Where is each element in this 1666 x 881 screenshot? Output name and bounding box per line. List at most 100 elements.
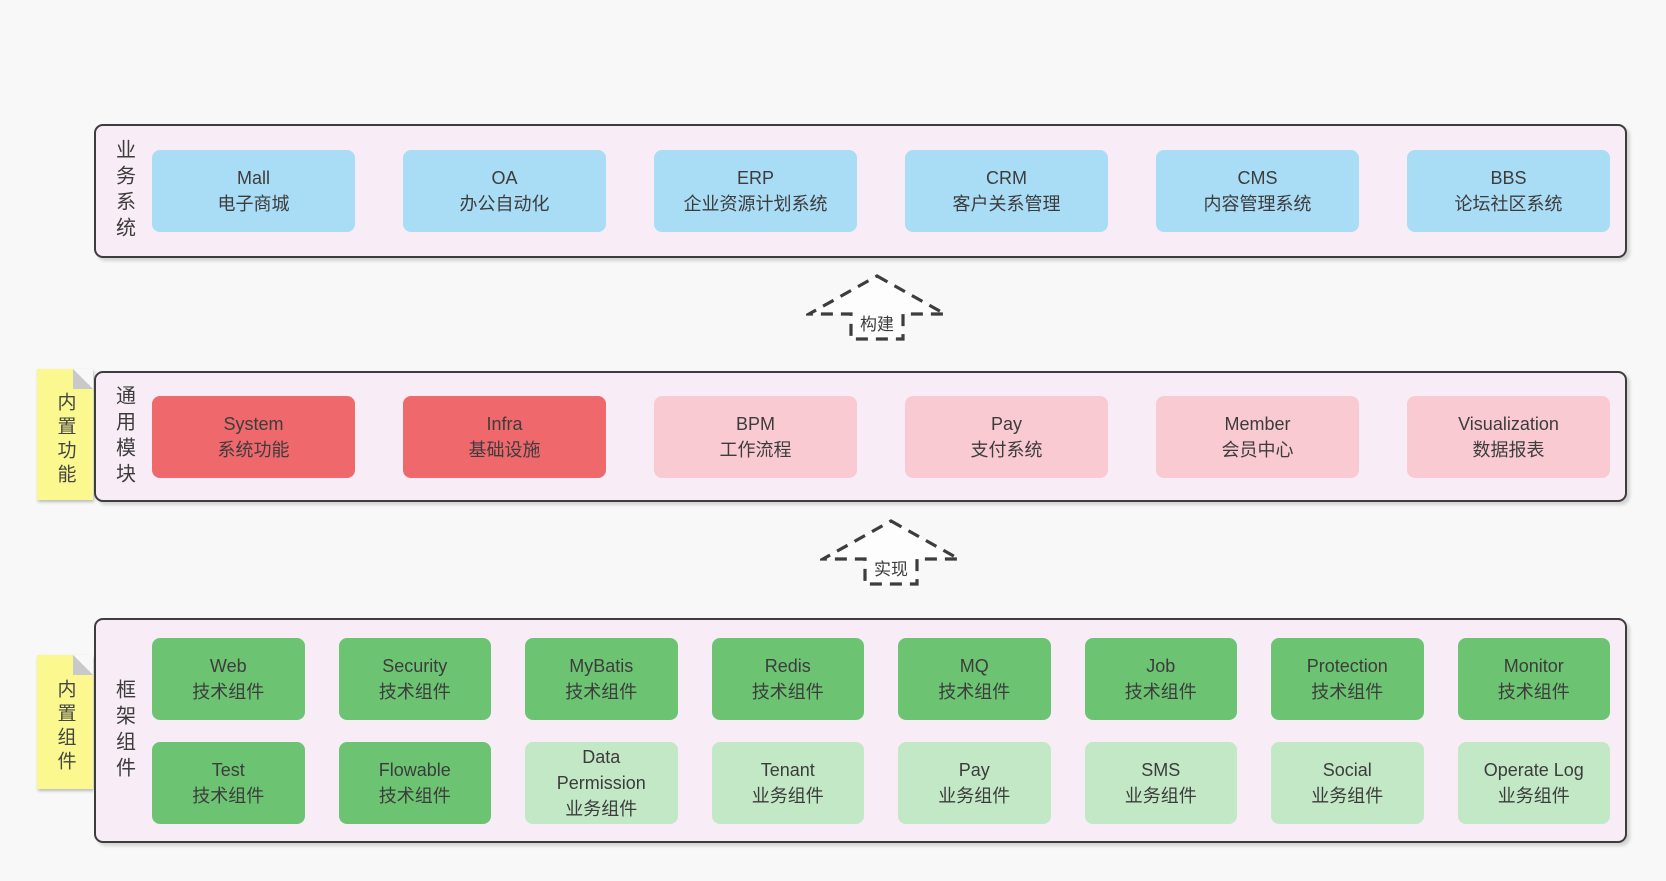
box-title: Pay [990,413,1023,434]
box-title: Protection [1306,655,1388,676]
box-subtitle: 技术组件 [565,681,638,702]
box-subtitle: 技术组件 [192,681,265,702]
panel-content: Web 技术组件 Security 技术组件 MyBatis 技术组件 Redi… [152,637,1625,824]
panel-business-systems: 业务系统 Mall 电子商城 OA 办公自动化 ERP 企业资源计划系统 CRM… [94,124,1627,258]
box-subtitle: 技术组件 [1124,681,1197,702]
box-flowable: Flowable 技术组件 [338,741,491,824]
box-subtitle: 内容管理系统 [1203,194,1312,214]
panel-content: Mall 电子商城 OA 办公自动化 ERP 企业资源计划系统 CRM 客户关系… [152,150,1625,232]
panel-common-modules: 通用模块 System 系统功能 Infra 基础设施 BPM 工作流程 Pay… [94,371,1627,502]
box-subtitle: 电子商城 [217,194,290,214]
arrow-implement: 实现 [820,518,962,587]
box-subtitle: 技术组件 [1497,681,1570,702]
box-title: MQ [959,655,989,676]
arrow-build: 构建 [806,273,948,342]
folded-corner-icon [73,655,93,675]
box-bbs: BBS 论坛社区系统 [1407,150,1610,232]
box-redis: Redis 技术组件 [711,637,864,720]
box-title: Pay [958,759,990,780]
box-title: Member [1224,413,1291,434]
box-subtitle: 业务组件 [938,785,1011,806]
box-job: Job 技术组件 [1084,637,1237,720]
box-web: Web 技术组件 [152,637,305,720]
box-subtitle: 业务组件 [1124,785,1197,806]
box-subtitle: 业务组件 [1311,785,1384,806]
box-subtitle: 系统功能 [217,439,290,460]
box-title: Data Permission [556,746,646,793]
box-data-permission: Data Permission 业务组件 [525,741,678,824]
box-title: Operate Log [1483,759,1584,780]
box-crm: CRM 客户关系管理 [905,150,1108,232]
box-visualization: Visualization 数据报表 [1407,395,1610,478]
box-mq: MQ 技术组件 [898,637,1051,720]
box-row: Mall 电子商城 OA 办公自动化 ERP 企业资源计划系统 CRM 客户关系… [152,150,1610,232]
box-title: Social [1322,759,1372,780]
sticky-note-built-in-components: 内置组件 [37,655,93,789]
box-title: Redis [764,655,811,676]
box-security: Security 技术组件 [338,637,491,720]
box-row: System 系统功能 Infra 基础设施 BPM 工作流程 Pay 支付系统… [152,395,1610,478]
arrow-label: 构建 [857,309,897,336]
box-subtitle: 办公自动化 [459,194,550,214]
box-erp: ERP 企业资源计划系统 [654,150,857,232]
panel-side-label: 业务系统 [112,139,135,243]
box-title: Security [382,655,448,676]
box-row: Web 技术组件 Security 技术组件 MyBatis 技术组件 Redi… [152,637,1610,720]
box-oa: OA 办公自动化 [403,150,606,232]
folded-corner-icon [73,369,93,389]
box-subtitle: 业务组件 [1497,785,1570,806]
box-title: CRM [986,168,1027,188]
sticky-label: 内置组件 [54,679,76,775]
box-pay: Pay 支付系统 [905,395,1108,478]
box-system: System 系统功能 [152,395,355,478]
box-title: Infra [486,413,523,434]
panel-side-label: 通用模块 [112,384,135,489]
box-title: Mall [236,168,270,188]
box-subtitle: 技术组件 [1311,681,1384,702]
up-arrow-icon [820,519,962,586]
box-member: Member 会员中心 [1156,395,1359,478]
box-title: Web [209,655,247,676]
box-subtitle: 技术组件 [938,681,1011,702]
box-title: System [223,413,284,434]
box-title: BPM [735,413,775,434]
box-row: Test 技术组件 Flowable 技术组件 Data Permission … [152,741,1610,824]
box-subtitle: 支付系统 [970,439,1043,460]
box-cms: CMS 内容管理系统 [1156,150,1359,232]
box-pay-business: Pay 业务组件 [898,741,1051,824]
box-title: ERP [736,168,774,188]
box-subtitle: 论坛社区系统 [1454,194,1563,214]
box-monitor: Monitor 技术组件 [1457,637,1610,720]
box-title: OA [491,168,518,188]
box-sms: SMS 业务组件 [1084,741,1237,824]
box-title: CMS [1237,168,1278,188]
box-title: Visualization [1458,413,1559,434]
box-title: Job [1146,655,1176,676]
box-mybatis: MyBatis 技术组件 [525,637,678,720]
sticky-label: 内置功能 [54,391,76,488]
box-operate-log: Operate Log 业务组件 [1457,741,1610,824]
box-title: Flowable [378,759,451,780]
box-title: Test [211,759,245,780]
box-mall: Mall 电子商城 [152,150,355,232]
box-subtitle: 企业资源计划系统 [683,194,828,214]
box-title: BBS [1490,168,1527,188]
box-title: SMS [1141,759,1181,780]
box-subtitle: 业务组件 [751,785,824,806]
box-social: Social 业务组件 [1271,741,1424,824]
box-subtitle: 业务组件 [565,798,638,819]
box-infra: Infra 基础设施 [403,395,606,478]
box-title: MyBatis [569,655,634,676]
box-subtitle: 数据报表 [1472,439,1545,460]
panel-side-label: 框架组件 [112,678,135,783]
box-test: Test 技术组件 [152,741,305,824]
box-subtitle: 技术组件 [378,681,451,702]
box-tenant: Tenant 业务组件 [711,741,864,824]
box-subtitle: 工作流程 [719,439,792,460]
box-subtitle: 技术组件 [751,681,824,702]
box-title: Tenant [760,759,815,780]
panel-framework-components: 框架组件 Web 技术组件 Security 技术组件 MyBatis 技术组件… [94,618,1627,843]
box-subtitle: 技术组件 [192,785,265,806]
sticky-note-built-in-features: 内置功能 [37,369,93,500]
box-subtitle: 基础设施 [468,439,541,460]
